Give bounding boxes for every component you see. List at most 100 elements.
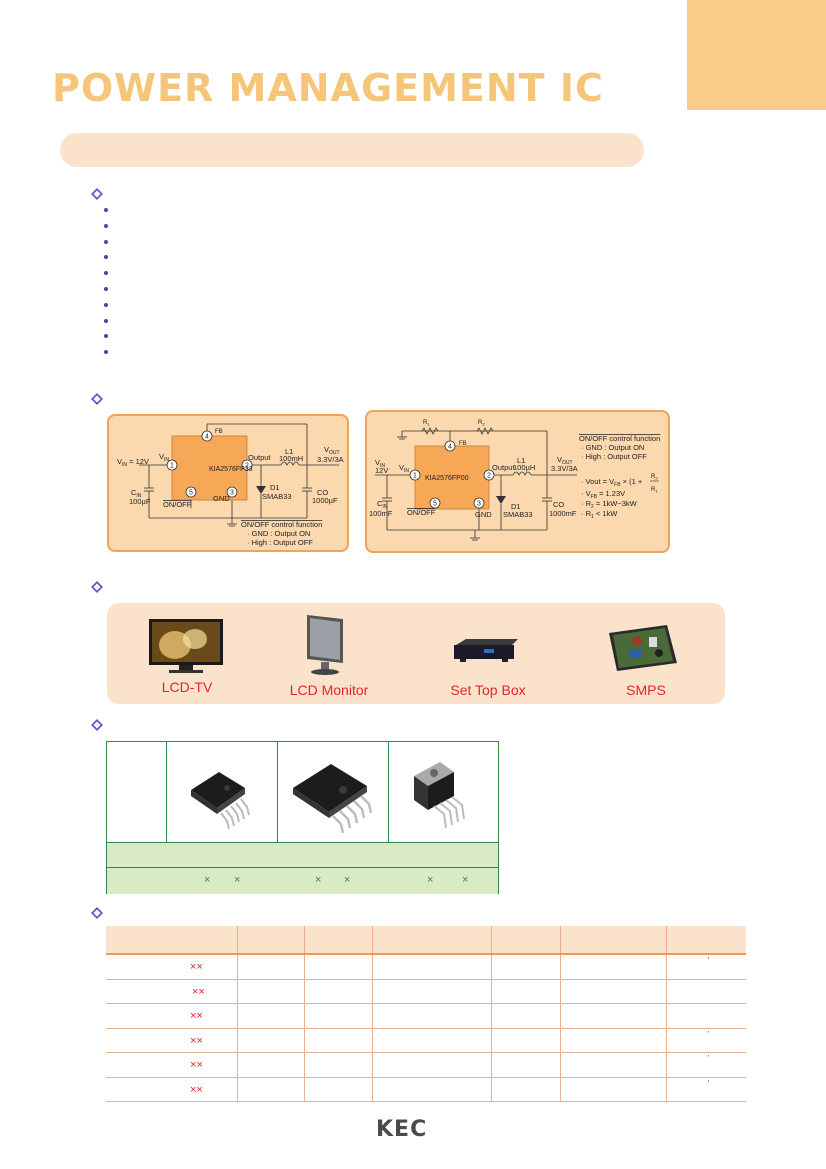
vin-label: V bbox=[375, 458, 380, 467]
formula-r2-range-sub: 2 bbox=[591, 504, 594, 510]
svg-text:VIN = 12V: VIN = 12V bbox=[117, 457, 149, 468]
svg-text:VIN: VIN bbox=[159, 452, 169, 463]
control-gnd: · GND : Output ON bbox=[581, 443, 644, 452]
col-divider bbox=[560, 1028, 561, 1052]
col-divider bbox=[304, 979, 305, 1003]
col-divider bbox=[304, 955, 305, 979]
pin-number: 4 bbox=[205, 434, 209, 441]
vout-value: 3.3V/3A bbox=[317, 455, 344, 464]
col-divider bbox=[304, 1004, 305, 1028]
svg-text:VIN: VIN bbox=[399, 463, 409, 474]
col-divider bbox=[491, 955, 492, 979]
table-row: ×× bbox=[106, 1004, 746, 1029]
set-top-box-image bbox=[454, 639, 518, 662]
formula-r2-range: · R bbox=[581, 499, 592, 508]
row-tick: ' bbox=[708, 957, 710, 964]
bullet-dot bbox=[104, 286, 108, 291]
svg-text:VOUT: VOUT bbox=[557, 455, 573, 466]
bullet-dot bbox=[104, 208, 108, 212]
pin-number: 5 bbox=[189, 490, 193, 497]
co-value: 1000mF bbox=[549, 509, 577, 518]
formula-r2-range-tail: = 1kW~3kW bbox=[594, 499, 638, 508]
svg-text:VOUT: VOUT bbox=[324, 445, 340, 456]
col-divider bbox=[491, 1077, 492, 1101]
col-divider bbox=[560, 1004, 561, 1028]
app-label-lcd-monitor: LCD Monitor bbox=[289, 682, 369, 698]
formula-r1: R bbox=[651, 487, 656, 493]
circuit-diagram-adjustable: 1 2 3 4 5 KIA2576FP00 VIN 12V VIN R1 R2 … bbox=[365, 410, 670, 553]
table-row: ×× ' bbox=[106, 1053, 746, 1078]
gnd-label: GND bbox=[213, 494, 230, 503]
bullet-dot bbox=[104, 350, 108, 355]
formula-vout: · Vout = V bbox=[581, 477, 614, 486]
section-diamond-icon bbox=[91, 719, 103, 731]
formula-r1-sub: 1 bbox=[655, 489, 658, 494]
pin-number: 2 bbox=[245, 463, 249, 470]
bullet-dot bbox=[104, 302, 108, 307]
co-label: CO bbox=[553, 500, 564, 509]
col-divider bbox=[666, 1004, 667, 1028]
vout-value: 3.3V/3A bbox=[551, 464, 578, 473]
col-divider bbox=[560, 955, 561, 979]
svg-text:CIN: CIN bbox=[131, 488, 142, 499]
bullet-dot bbox=[104, 334, 108, 339]
l1-value: 100µH bbox=[513, 463, 535, 472]
svg-text:· Vout = VFB × (1 +: · Vout = VFB × (1 + bbox=[581, 477, 643, 488]
col-divider bbox=[666, 955, 667, 979]
output-label: Output bbox=[492, 463, 515, 472]
col-divider bbox=[666, 926, 667, 953]
row-mark: ×× bbox=[192, 985, 205, 998]
bullet-dot bbox=[104, 255, 108, 260]
svg-text:R2: R2 bbox=[478, 420, 485, 427]
row-mark: ×× bbox=[190, 1059, 203, 1071]
package-row bbox=[107, 867, 498, 894]
col-divider bbox=[372, 1053, 373, 1077]
table-row: ×× bbox=[106, 979, 746, 1004]
lcd-monitor-image bbox=[307, 615, 343, 675]
app-label-smps: SMPS bbox=[626, 682, 666, 698]
pin-number: 3 bbox=[477, 501, 481, 508]
control-high: · High : Output OFF bbox=[581, 452, 647, 461]
l1-value: 100mH bbox=[279, 454, 303, 463]
chapter-tab bbox=[687, 0, 826, 110]
formula-r1-range: · R bbox=[581, 509, 592, 518]
co-label: CO bbox=[317, 488, 328, 497]
pin-number: 4 bbox=[448, 444, 452, 451]
spec-table: ×× ' ×× ×× ×× ' ×× ' ×× ' bbox=[106, 926, 746, 1102]
vin-label: V bbox=[117, 457, 122, 466]
package-table: × × × × × × bbox=[106, 741, 499, 894]
d1-part: SMAB33 bbox=[262, 492, 292, 501]
co-value: 1000µF bbox=[312, 496, 338, 505]
chip-label: KIA2576FP33 bbox=[209, 466, 253, 473]
row-mark: ×× bbox=[190, 961, 203, 973]
row-tick: ' bbox=[708, 1079, 710, 1087]
x-mark: × bbox=[204, 874, 211, 886]
col-divider bbox=[560, 926, 561, 953]
formula-vfb: · V bbox=[581, 489, 591, 498]
col-divider bbox=[372, 1004, 373, 1028]
x-mark: × bbox=[344, 874, 351, 886]
col-divider bbox=[491, 1053, 492, 1077]
svg-text:R2: R2 bbox=[651, 474, 658, 481]
col-divider bbox=[304, 926, 305, 953]
l1-label: L1 bbox=[517, 456, 525, 465]
cin-sub: IN bbox=[382, 504, 387, 510]
vin-sub: IN bbox=[122, 462, 127, 468]
formula-r1-range-tail: < 1kW bbox=[594, 509, 618, 518]
table-divider bbox=[388, 742, 389, 893]
section-diamond-icon bbox=[91, 907, 103, 919]
col-divider bbox=[372, 1028, 373, 1052]
svg-text:VIN: VIN bbox=[375, 458, 385, 469]
x-mark: × bbox=[315, 874, 322, 886]
kec-logo: KEC bbox=[376, 1117, 428, 1142]
app-label-set-top-box: Set Top Box bbox=[450, 682, 526, 698]
x-mark: × bbox=[234, 874, 241, 886]
bullet-dot bbox=[104, 223, 108, 228]
col-divider bbox=[304, 1028, 305, 1052]
pin-vin-sub: IN bbox=[404, 468, 409, 474]
fb-label: FB bbox=[215, 429, 223, 435]
vin-value: 12V bbox=[375, 466, 388, 475]
vout-label: V bbox=[324, 445, 329, 454]
package-image-to220 bbox=[414, 762, 465, 829]
svg-text:· R1 < 1kW: · R1 < 1kW bbox=[581, 509, 618, 520]
